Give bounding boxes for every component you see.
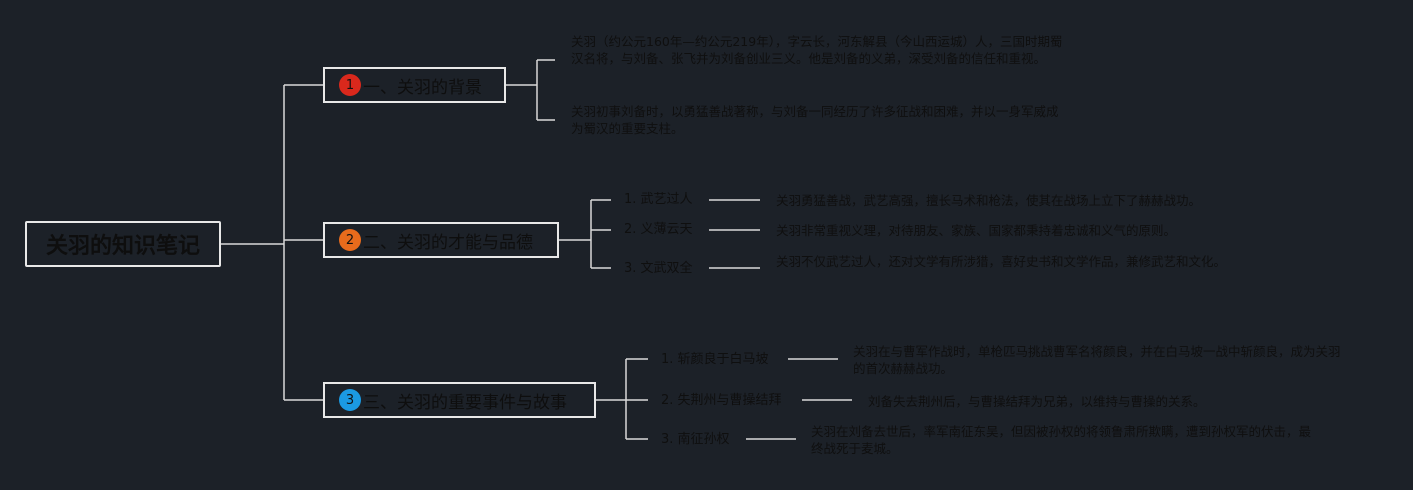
leaf-item-martial[interactable]: 1. 武艺过人 bbox=[624, 192, 693, 207]
root-title: 关羽的知识笔记 bbox=[45, 234, 200, 259]
leaf-item-loyalty[interactable]: 2. 义薄云天 bbox=[624, 222, 693, 237]
leaf-item-literary[interactable]: 3. 文武双全 bbox=[624, 261, 693, 276]
leaf-paragraph-1: 关羽（约公元160年—约公元219年），字云长，河东解县（今山西运城）人，三国时… bbox=[571, 34, 1063, 66]
leaf-desc-martial: 关羽勇猛善战，武艺高强，擅长马术和枪法，使其在战场上立下了赫赫战功。 bbox=[776, 193, 1202, 208]
leaf-desc-loyalty: 关羽非常重视义理，对待朋友、家族、国家都秉持着忠诚和义气的原则。 bbox=[776, 223, 1177, 238]
leaf-desc-jingzhou: 刘备失去荆州后，与曹操结拜为兄弟，以维持与曹操的关系。 bbox=[868, 394, 1206, 409]
leaf-desc-literary: 关羽不仅武艺过人，还对文学有所涉猎，喜好史书和文学作品，兼修武艺和文化。 bbox=[776, 254, 1227, 269]
branch-label-1: 一、关羽的背景 bbox=[363, 77, 482, 98]
leaf-item-baima[interactable]: 1. 斩颜良于白马坡 bbox=[661, 352, 769, 367]
number-badge-2: 2 bbox=[339, 229, 361, 251]
leaf-paragraph-2: 关羽初事刘备时，以勇猛善战著称，与刘备一同经历了许多征战和困难，并以一身军威成为… bbox=[571, 104, 1059, 136]
leaf-desc-baima: 关羽在与曹军作战时，单枪匹马挑战曹军名将颜良，并在白马坡一战中斩颜良，成为关羽的… bbox=[853, 344, 1341, 376]
branch-node-events[interactable]: 3 三、关羽的重要事件与故事 bbox=[323, 382, 596, 418]
root-node[interactable]: 关羽的知识笔记 bbox=[25, 221, 221, 267]
branch-label-3: 三、关羽的重要事件与故事 bbox=[363, 392, 567, 413]
number-badge-1: 1 bbox=[339, 74, 361, 96]
leaf-desc-sunquan: 关羽在刘备去世后，率军南征东吴，但因被孙权的将领鲁肃所欺瞒，遭到孙权军的伏击，最… bbox=[811, 424, 1312, 456]
leaf-item-sunquan[interactable]: 3. 南征孙权 bbox=[661, 432, 730, 447]
leaf-item-jingzhou[interactable]: 2. 失荆州与曹操结拜 bbox=[661, 393, 782, 408]
branch-node-background[interactable]: 1 一、关羽的背景 bbox=[323, 67, 506, 103]
branch-label-2: 二、关羽的才能与品德 bbox=[363, 232, 533, 253]
branch-node-talent[interactable]: 2 二、关羽的才能与品德 bbox=[323, 222, 559, 258]
number-badge-3: 3 bbox=[339, 389, 361, 411]
